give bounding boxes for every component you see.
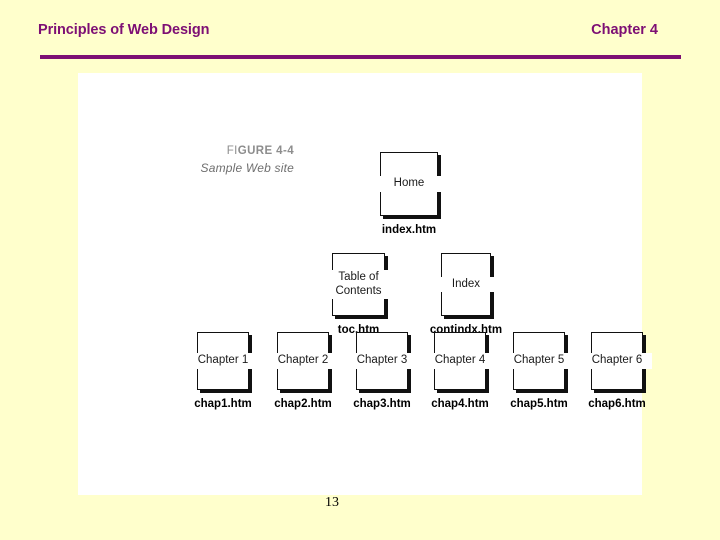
figure-caption: FIGURE 4-4 Sample Web site (104, 145, 294, 175)
figure-subtitle: Sample Web site (200, 161, 294, 175)
node-label: Chapter 5 (504, 353, 574, 369)
node-filename: chap1.htm (194, 398, 252, 410)
node-label: Chapter 3 (347, 353, 417, 369)
page-number: 13 (325, 495, 339, 510)
node-label: Chapter 6 (582, 353, 652, 369)
diagram-node: Chapter 4 chap4.htm (425, 332, 495, 410)
page-title: Principles of Web Design (38, 22, 210, 38)
figure-number-prefix: FI (226, 145, 238, 157)
node-filename: index.htm (381, 224, 437, 236)
header-divider (40, 55, 681, 59)
diagram-node: Chapter 6 chap6.htm (582, 332, 652, 410)
node-label: Table of Contents (323, 270, 394, 299)
node-filename: chap5.htm (510, 398, 568, 410)
diagram-node: Chapter 5 chap5.htm (504, 332, 574, 410)
chapter-label: Chapter 4 (591, 22, 658, 38)
node-filename: chap4.htm (431, 398, 489, 410)
node-filename: chap3.htm (353, 398, 411, 410)
diagram-node: Chapter 2 chap2.htm (268, 332, 338, 410)
slide-header: Principles of Web Design Chapter 4 (0, 0, 720, 62)
diagram-node: Chapter 1 chap1.htm (188, 332, 258, 410)
node-label: Index (432, 276, 500, 293)
node-label: Chapter 2 (268, 353, 338, 369)
node-label: Chapter 1 (188, 353, 258, 369)
figure-number: FIGURE 4-4 (104, 145, 294, 157)
diagram-node: Home index.htm (371, 152, 447, 236)
node-label: Chapter 4 (425, 353, 495, 369)
figure-number-rest: GURE 4-4 (237, 145, 294, 157)
figure-panel: FIGURE 4-4 Sample Web site Home index.htm… (78, 73, 652, 495)
node-filename: chap6.htm (588, 398, 646, 410)
diagram-node: Chapter 3 chap3.htm (347, 332, 417, 410)
node-filename: chap2.htm (274, 398, 332, 410)
node-label: Home (371, 176, 447, 192)
